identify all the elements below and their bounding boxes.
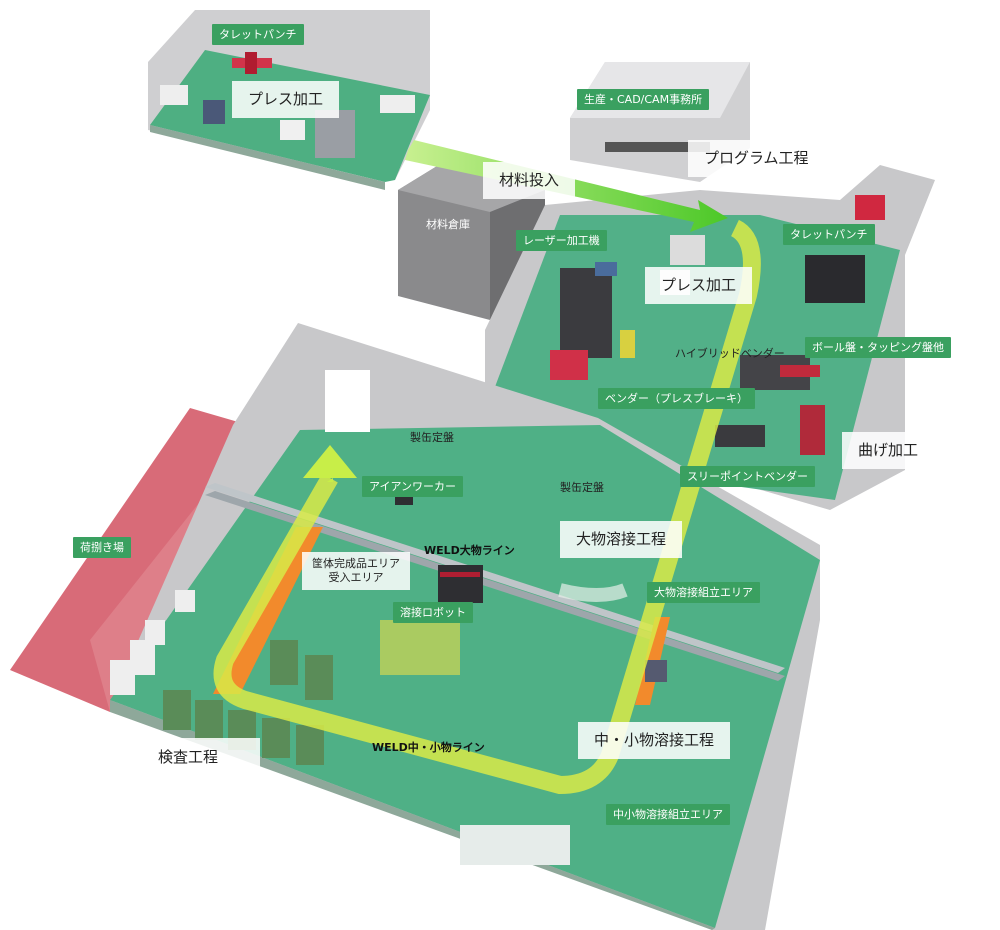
turret-punch-machine-right: [805, 255, 865, 303]
label-enclosure-area-line1: 筐体完成品エリア: [312, 557, 400, 570]
label-material-input: 材料投入: [483, 162, 575, 199]
label-enclosure-area-line2: 受入エリア: [329, 571, 384, 584]
label-press-top: プレス加工: [232, 81, 339, 118]
label-medium-small-assembly: 中小物溶接組立エリア: [606, 804, 730, 825]
label-bender-pressbrake: ベンダー（プレスブレーキ）: [598, 388, 755, 409]
welding-robot-cell: [380, 620, 460, 675]
label-large-welding: 大物溶接工程: [560, 521, 682, 558]
label-drill-tapping: ボール盤・タッピング盤他: [805, 337, 951, 358]
label-inspection: 検査工程: [116, 738, 260, 777]
label-laser: レーザー加工機: [516, 230, 607, 251]
inspection-block: [262, 718, 290, 758]
three-point-bender-machine: [715, 425, 765, 447]
label-can-surface-plate-2: 製缶定盤: [560, 482, 604, 493]
label-iron-worker: アイアンワーカー: [362, 476, 463, 497]
label-weld-small-line: WELD中・小物ライン: [372, 742, 485, 753]
inspection-block: [296, 725, 324, 765]
laser-cutter-machine: [560, 268, 612, 358]
doorway: [325, 370, 370, 432]
label-turret-punch-right: タレットパンチ: [783, 224, 875, 245]
label-bending: 曲げ加工: [842, 432, 934, 469]
label-can-surface-plate-1: 製缶定盤: [410, 432, 454, 443]
label-turret-punch-top: タレットパンチ: [212, 24, 304, 45]
label-weld-large-line: WELD大物ライン: [424, 545, 515, 556]
label-medium-small-welding: 中・小物溶接工程: [578, 722, 730, 759]
label-office: 生産・CAD/CAM事務所: [577, 89, 709, 110]
label-three-point-bender: スリーポイントベンダー: [680, 466, 815, 487]
label-program: プログラム工程: [688, 140, 825, 177]
inspection-block: [195, 700, 223, 740]
label-large-assembly: 大物溶接組立エリア: [647, 582, 760, 603]
label-material-warehouse: 材料倉庫: [426, 219, 470, 230]
inspection-block: [163, 690, 191, 730]
label-loading-area: 荷捌き場: [73, 537, 131, 558]
large-weld-machine: [438, 565, 483, 603]
label-press-mid: プレス加工: [645, 267, 752, 304]
label-hybrid-bender: ハイブリッドベンダー: [675, 348, 785, 359]
label-welding-robot: 溶接ロボット: [393, 602, 473, 623]
label-enclosure-area: 筐体完成品エリア 受入エリア: [302, 552, 410, 590]
